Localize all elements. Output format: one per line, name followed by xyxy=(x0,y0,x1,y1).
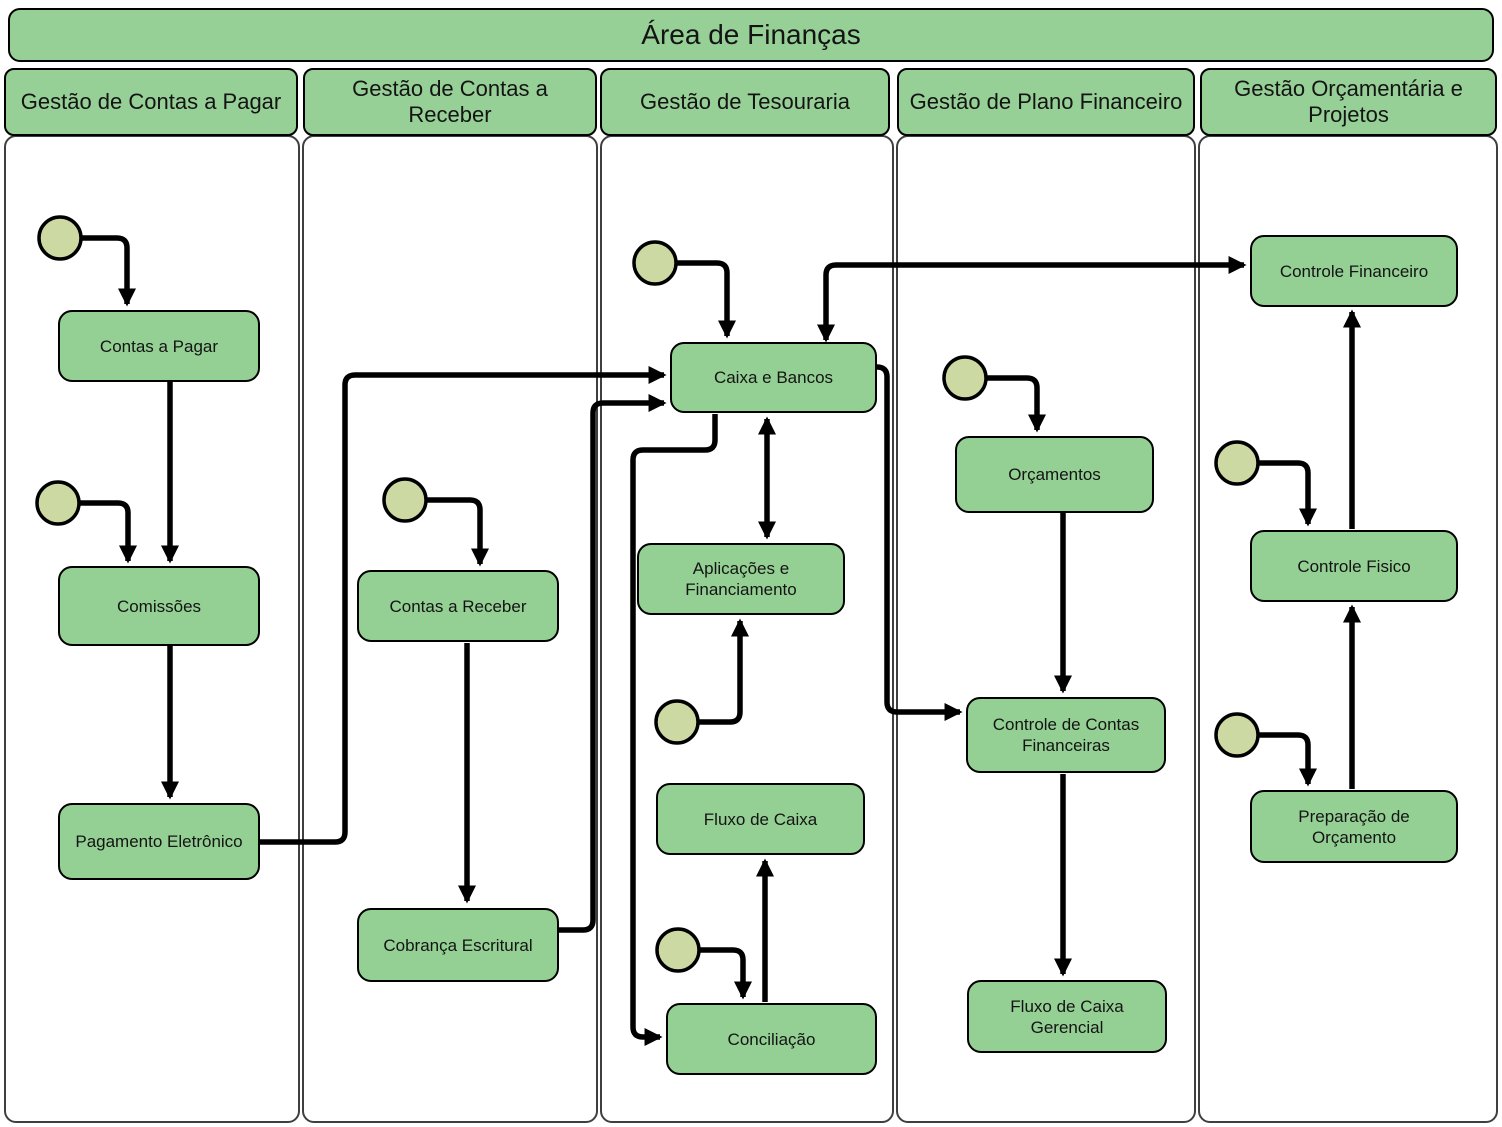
edge-caixa-controle-financeiro-double xyxy=(817,256,1247,343)
node-label: Conciliação xyxy=(727,1029,816,1049)
edge-start-to-conciliacao xyxy=(699,947,752,1000)
node-cobranca-escritural[interactable]: Cobrança Escritural xyxy=(357,908,559,982)
edge-pagamento-to-caixa-e-bancos xyxy=(260,366,667,845)
lane-header-label: Gestão de Contas a Pagar xyxy=(20,89,282,114)
node-pagamento-eletronico[interactable]: Pagamento Eletrônico xyxy=(58,803,260,880)
node-label: Cobrança Escritural xyxy=(383,935,533,955)
edge-start-to-aplicacoes xyxy=(698,618,749,725)
node-orcamentos[interactable]: Orçamentos xyxy=(955,436,1154,513)
start-event-icon xyxy=(654,699,700,745)
lane-header-plano-financeiro: Gestão de Plano Financeiro xyxy=(897,68,1195,136)
node-label: Contas a Pagar xyxy=(99,336,219,356)
lane-header-label: Gestão Orçamentária e Projetos xyxy=(1234,76,1463,127)
start-event-icon xyxy=(1214,712,1260,758)
diagram-title-label: Área de Finanças xyxy=(641,19,861,50)
node-label: Pagamento Eletrônico xyxy=(75,832,243,851)
node-contas-a-receber[interactable]: Contas a Receber xyxy=(357,570,559,642)
node-label: Preparação de Orçamento xyxy=(1298,806,1410,847)
node-label: Controle Financeiro xyxy=(1279,261,1429,281)
node-label: Contas a Receber xyxy=(389,596,527,616)
edge-start-to-controle-fisico xyxy=(1258,460,1317,527)
node-preparacao-orcamento[interactable]: Preparação de Orçamento xyxy=(1250,790,1458,863)
start-event-icon xyxy=(1214,440,1260,486)
start-event-icon xyxy=(632,240,678,286)
start-event-icon xyxy=(382,477,428,523)
node-label: Aplicações e Financiamento xyxy=(685,559,797,599)
edge-start-to-orcamentos xyxy=(986,375,1046,433)
node-label: Controle Fisico xyxy=(1297,556,1411,576)
edge-start-to-contas-a-receber xyxy=(426,497,489,567)
node-aplicacoes-financiamento[interactable]: Aplicações e Financiamento xyxy=(637,543,845,615)
lane-header-label: Gestão de Tesouraria xyxy=(640,89,850,114)
edge-start-to-preparacao xyxy=(1258,732,1317,787)
node-controle-contas-financeiras[interactable]: Controle de Contas Financeiras xyxy=(966,697,1166,773)
node-controle-financeiro[interactable]: Controle Financeiro xyxy=(1250,235,1458,307)
node-label: Fluxo de Caixa xyxy=(703,809,818,829)
edge-start-to-comissoes xyxy=(79,500,137,564)
lane-header-orcamentaria: Gestão Orçamentária e Projetos xyxy=(1200,68,1497,136)
start-event-icon xyxy=(655,927,701,973)
edge-start-to-caixa-e-bancos xyxy=(676,260,736,339)
node-label: Comissões xyxy=(116,596,202,616)
start-event-icon xyxy=(35,480,81,526)
edge-cobranca-to-caixa-e-bancos xyxy=(559,394,667,933)
edge-caixa-to-conciliacao xyxy=(630,414,718,1046)
node-label: Controle de Contas Financeiras xyxy=(992,715,1140,755)
start-event-icon xyxy=(37,215,83,261)
edge-caixa-to-controle-contas xyxy=(876,364,963,721)
node-conciliacao[interactable]: Conciliação xyxy=(666,1003,877,1075)
diagram-title: Área de Finanças xyxy=(8,8,1494,62)
node-label: Orçamentos xyxy=(1008,465,1101,484)
lane-header-contas-a-pagar: Gestão de Contas a Pagar xyxy=(4,68,298,136)
start-event-icon xyxy=(942,355,988,401)
node-fluxo-caixa-gerencial[interactable]: Fluxo de Caixa Gerencial xyxy=(967,980,1167,1053)
node-comissoes[interactable]: Comissões xyxy=(58,566,260,646)
edge-start-to-contas-a-pagar xyxy=(81,235,136,307)
node-caixa-e-bancos[interactable]: Caixa e Bancos xyxy=(670,342,877,413)
node-controle-fisico[interactable]: Controle Fisico xyxy=(1250,530,1458,602)
node-contas-a-pagar[interactable]: Contas a Pagar xyxy=(58,310,260,382)
lane-header-contas-a-receber: Gestão de Contas a Receber xyxy=(303,68,597,136)
lane-header-label: Gestão de Plano Financeiro xyxy=(909,89,1183,114)
lane-header-tesouraria: Gestão de Tesouraria xyxy=(600,68,890,136)
node-label: Caixa e Bancos xyxy=(713,368,834,387)
lane-header-label: Gestão de Contas a Receber xyxy=(352,76,548,127)
node-fluxo-de-caixa[interactable]: Fluxo de Caixa xyxy=(656,783,865,855)
node-label: Fluxo de Caixa Gerencial xyxy=(1010,996,1124,1037)
